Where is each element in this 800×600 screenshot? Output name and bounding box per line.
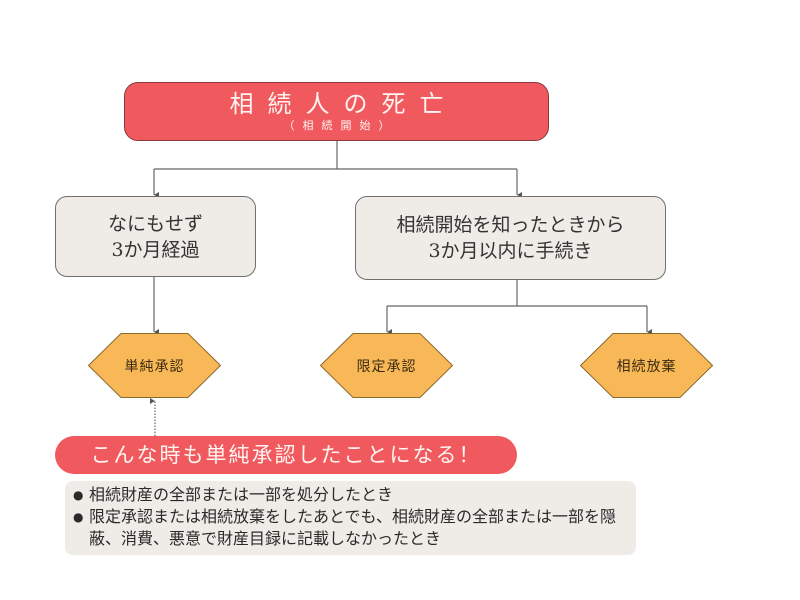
outcome-limited-acceptance: 限定承認 — [320, 333, 453, 398]
bullet-icon: ● — [73, 488, 84, 502]
branch-line: 相続開始を知ったときから — [396, 214, 625, 236]
bullet-icon: ● — [73, 510, 84, 524]
hexagon-shape — [88, 333, 221, 398]
hexagon-shape — [320, 333, 453, 398]
list-item: ● 限定承認または相続放棄をしたあとでも、相続財産の全部または一部を隠蔽、消費、… — [73, 506, 628, 550]
root-node-death-of-decedent: 相続人の死亡 （相続開始） — [124, 82, 549, 141]
branch-line: 3か月以内に手続き — [428, 240, 593, 262]
outcome-single-acceptance: 単純承認 — [88, 333, 221, 398]
outcome-label: 単純承認 — [124, 358, 185, 375]
branch-no-action-3-months: なにもせず 3か月経過 — [55, 196, 256, 277]
branch-procedure-within-3-months: 相続開始を知ったときから 3か月以内に手続き — [355, 196, 666, 280]
outcome-label: 相続放棄 — [616, 358, 677, 375]
list-item: ● 相続財産の全部または一部を処分したとき — [73, 484, 628, 506]
list-item-text: 相続財産の全部または一部を処分したとき — [89, 485, 394, 504]
outcome-renunciation: 相続放棄 — [580, 333, 713, 398]
hexagon-shape — [580, 333, 713, 398]
root-title: 相続人の死亡 — [229, 90, 458, 118]
outcome-label: 限定承認 — [356, 358, 417, 375]
callout-list: ● 相続財産の全部または一部を処分したとき ● 限定承認または相続放棄をしたあと… — [65, 481, 636, 555]
list-item-text: 限定承認または相続放棄をしたあとでも、相続財産の全部または一部を隠蔽、消費、悪意… — [89, 507, 617, 548]
root-subtitle: （相続開始） — [283, 119, 398, 132]
callout-heading: こんな時も単純承認したことになる！ — [55, 436, 517, 474]
branch-line: 3か月経過 — [111, 238, 200, 261]
branch-line: なにもせず — [107, 212, 203, 235]
